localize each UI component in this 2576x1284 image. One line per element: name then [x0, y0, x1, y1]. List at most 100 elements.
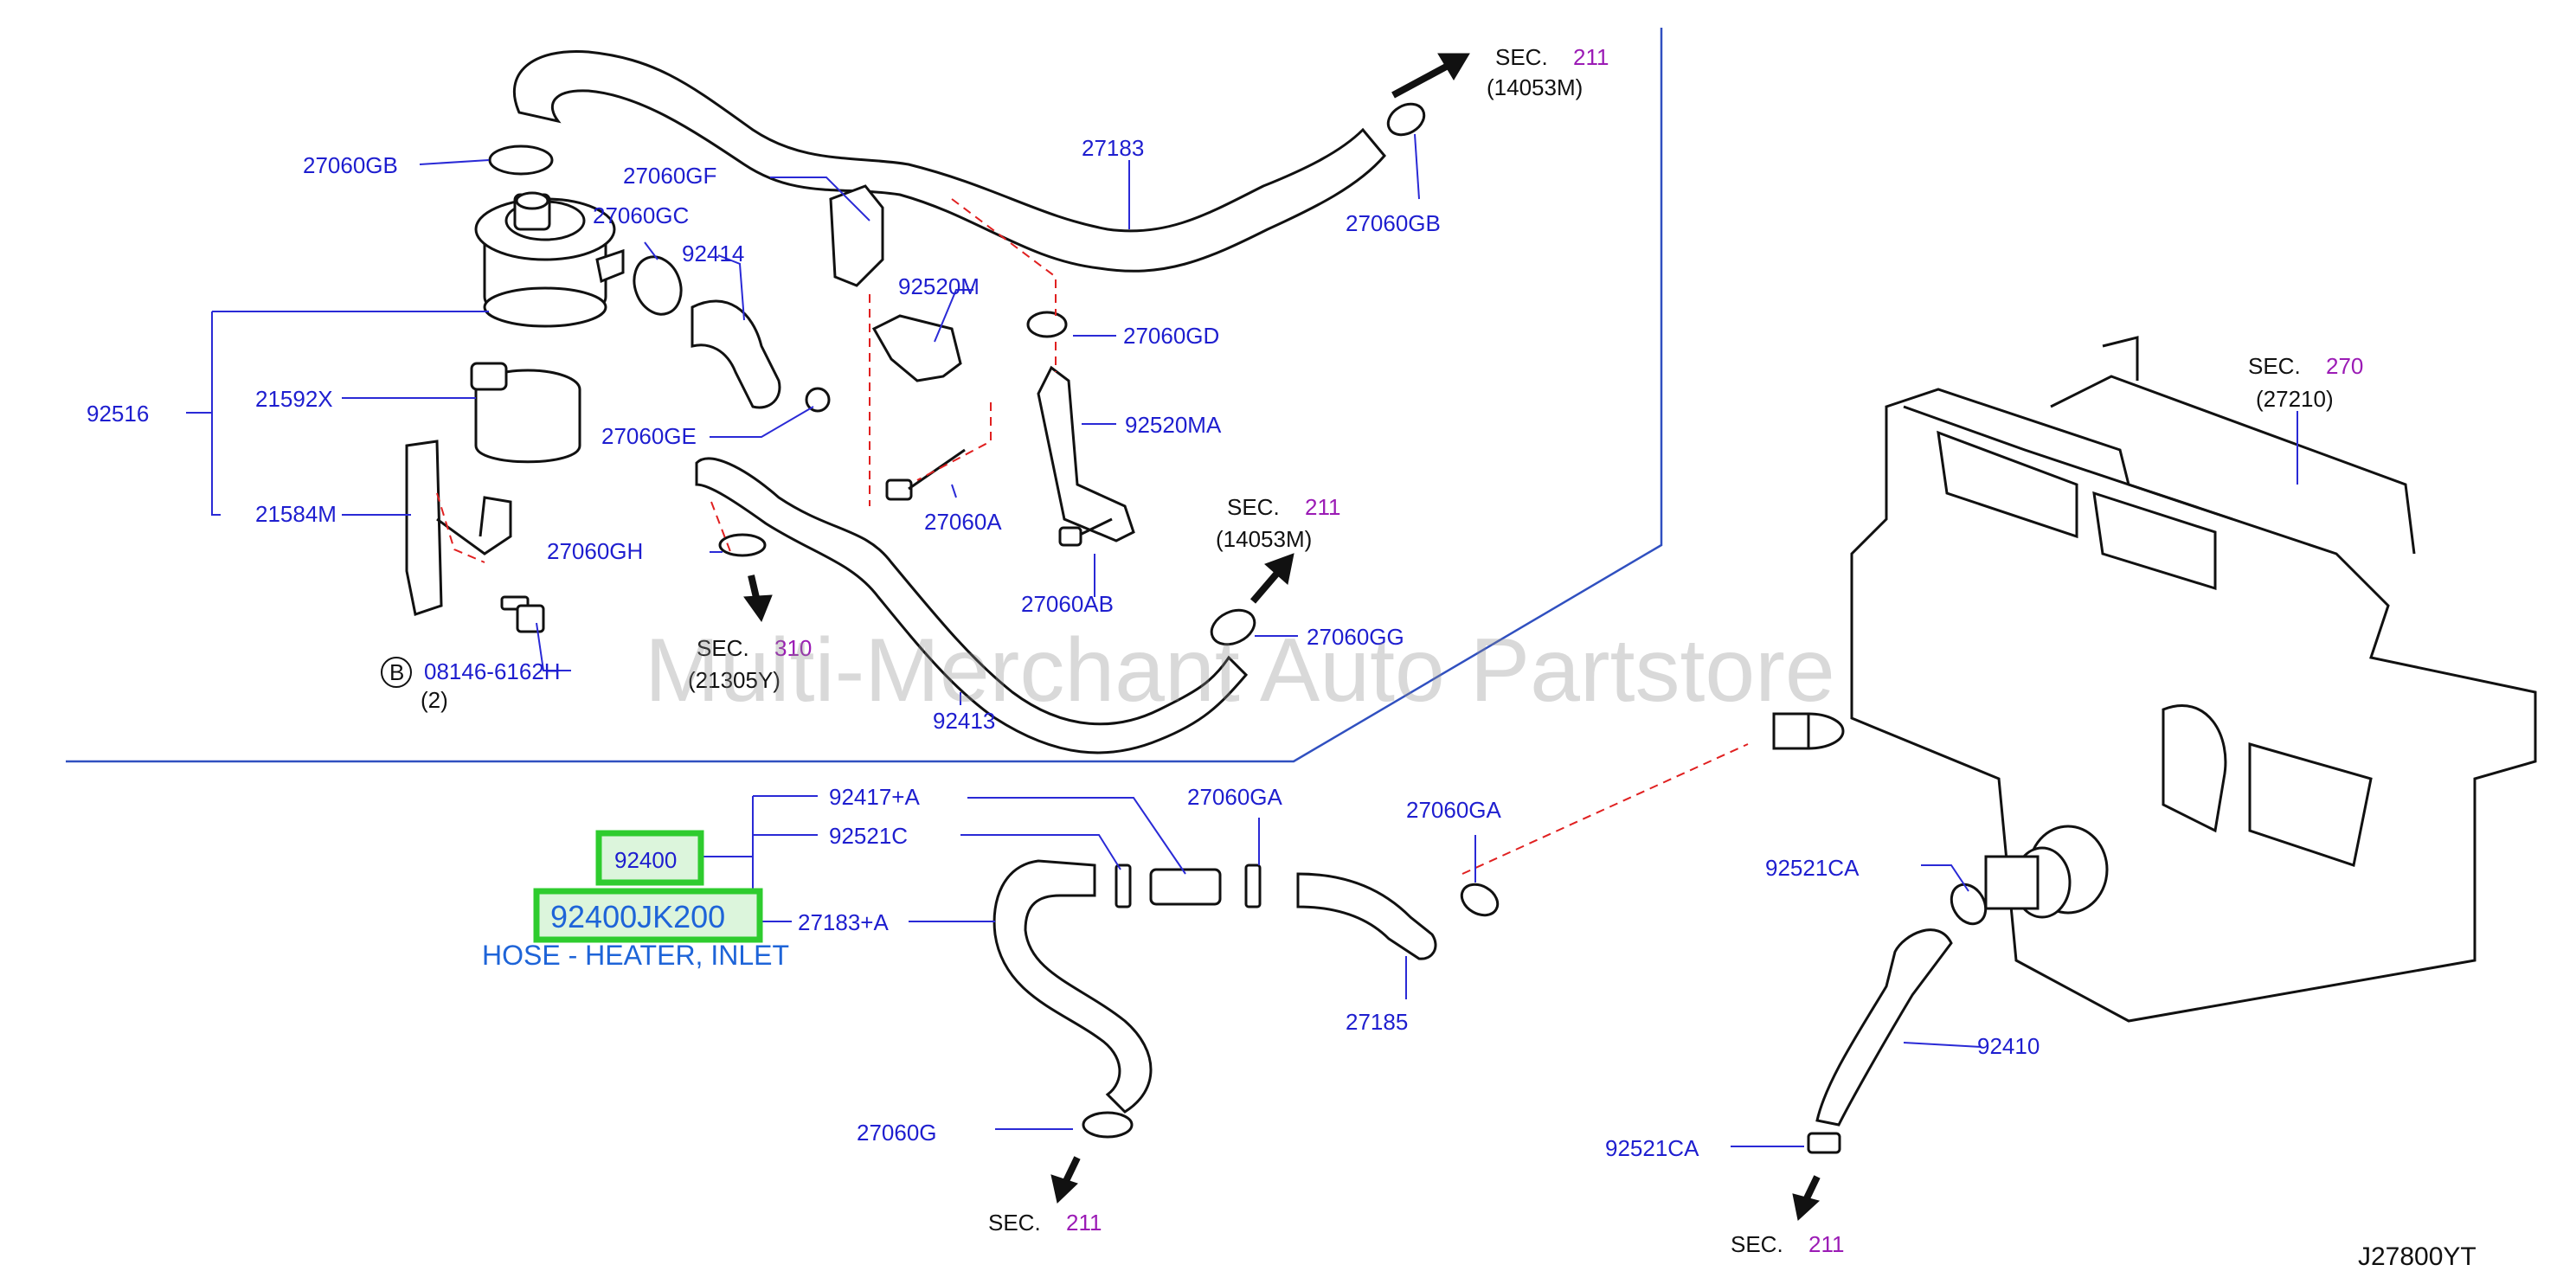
section-references: SEC. 211 (14053M) SEC. 211 (14053M) SEC.…	[688, 44, 2363, 1257]
hose-27183A-shape	[992, 859, 1153, 1114]
label-92516[interactable]: 92516	[87, 401, 149, 427]
sec-ref-211-bottom-right[interactable]: SEC. 211	[1731, 1231, 1844, 1257]
bolt-qty: (2)	[421, 687, 448, 713]
svg-text:211: 211	[1305, 494, 1340, 520]
arrow-head	[1050, 1174, 1078, 1204]
arrow-to-sec211-d	[1803, 1175, 1821, 1200]
clamp-27060GA-left	[1244, 863, 1262, 908]
pump-insulator	[470, 362, 581, 464]
label-27060GA-left[interactable]: 27060GA	[1187, 784, 1283, 810]
svg-text:SEC.: SEC.	[1227, 494, 1280, 520]
svg-text:310: 310	[774, 635, 812, 661]
bolt-08146	[500, 595, 545, 633]
label-92410[interactable]: 92410	[1977, 1033, 2040, 1059]
pump-bracket	[405, 440, 512, 616]
clamp-92521C	[1115, 863, 1132, 908]
label-27183[interactable]: 27183	[1082, 135, 1144, 161]
svg-text:(21305Y): (21305Y)	[688, 667, 781, 693]
clamp-27060GE	[805, 387, 831, 413]
direction-arrows	[743, 53, 1821, 1221]
arrow-to-sec211-a	[1391, 61, 1451, 99]
label-27060GD[interactable]: 27060GD	[1123, 323, 1219, 349]
label-92521CA-upper[interactable]: 92521CA	[1765, 855, 1860, 881]
label-21592X[interactable]: 21592X	[255, 386, 333, 412]
bolt-27060AB	[1058, 517, 1113, 547]
clip-92520M	[871, 314, 962, 382]
sec-ref-270[interactable]: SEC. 270 (27210)	[2248, 353, 2363, 412]
clamp-27060GC	[633, 255, 683, 316]
svg-text:(14053M): (14053M)	[1487, 74, 1583, 100]
sec-ref-211-top[interactable]: SEC. 211 (14053M)	[1487, 44, 1609, 100]
label-27060GB-top[interactable]: 27060GB	[303, 152, 398, 178]
hose-bracket-27060GF	[829, 184, 884, 287]
arrow-head	[1437, 53, 1470, 80]
hose-92413-shape	[695, 457, 1249, 754]
svg-text:270: 270	[2326, 353, 2363, 379]
clamp-27060G	[1082, 1111, 1134, 1139]
label-92520MA[interactable]: 92520MA	[1125, 412, 1222, 438]
hose-92414-shape	[691, 299, 781, 409]
svg-text:SEC.: SEC.	[1731, 1231, 1783, 1257]
bolt-27060A	[885, 448, 966, 501]
bolt-ref-letter: B	[389, 659, 404, 685]
label-27060GF[interactable]: 27060GF	[623, 163, 716, 189]
hose-92410-shape	[1815, 928, 1953, 1127]
label-27060A[interactable]: 27060A	[924, 509, 1002, 535]
label-27060GB-right[interactable]: 27060GB	[1346, 210, 1441, 236]
alignment-lines	[436, 198, 1749, 875]
label-27060AB[interactable]: 27060AB	[1021, 591, 1114, 617]
sec-ref-211-bottom-left[interactable]: SEC. 211	[988, 1210, 1102, 1236]
label-92417A[interactable]: 92417+A	[829, 784, 920, 810]
label-27185[interactable]: 27185	[1346, 1009, 1408, 1035]
label-27060GG[interactable]: 27060GG	[1307, 624, 1404, 650]
label-08146-6162H[interactable]: 08146-6162H	[424, 658, 561, 684]
arrow-head	[1792, 1193, 1821, 1221]
label-92413[interactable]: 92413	[933, 708, 995, 734]
hose-27183-shape	[513, 49, 1386, 273]
label-27060GE[interactable]: 27060GE	[601, 423, 697, 449]
label-92400JK200[interactable]: 92400JK200	[550, 899, 725, 934]
label-27060GC[interactable]: 27060GC	[593, 202, 689, 228]
svg-text:(14053M): (14053M)	[1216, 526, 1312, 552]
svg-text:SEC.: SEC.	[697, 635, 749, 661]
leader-lines	[186, 133, 2298, 1147]
bolt-ref-marker: B (2)	[381, 657, 448, 713]
label-92521C[interactable]: 92521C	[829, 823, 908, 849]
svg-text:211: 211	[1808, 1231, 1844, 1257]
clamp-27060GB-right	[1386, 102, 1426, 137]
label-92400[interactable]: 92400	[614, 847, 677, 873]
heater-unit	[1772, 336, 2537, 1023]
bracket-92520MA	[1037, 365, 1135, 542]
arrow-to-sec211-c	[1063, 1156, 1081, 1183]
arrow-to-sec211-b	[1249, 568, 1282, 604]
label-21584M[interactable]: 21584M	[255, 501, 337, 527]
diagram-code: J27800YT	[2358, 1242, 2476, 1271]
clamp-27060GH	[718, 533, 767, 557]
arrow-head	[743, 594, 773, 623]
sec-ref-310[interactable]: SEC. 310 (21305Y)	[688, 635, 812, 693]
clamp-27060GG	[1210, 608, 1256, 646]
part-description: HOSE - HEATER, INLET	[482, 940, 789, 971]
label-92414[interactable]: 92414	[682, 241, 744, 266]
bolt-ref-circle	[381, 657, 412, 688]
clamp-92521CA-lower	[1807, 1132, 1841, 1154]
sec-ref-211-mid[interactable]: SEC. 211 (14053M)	[1216, 494, 1340, 552]
electric-water-pump	[474, 191, 625, 328]
clip-27060GD	[1026, 311, 1068, 338]
highlight-box-92400	[595, 830, 704, 886]
selected-part[interactable]: 92400 92400JK200 HOSE - HEATER, INLET	[482, 830, 789, 971]
label-27060G[interactable]: 27060G	[857, 1120, 937, 1146]
clamp-27060GB-left	[488, 144, 554, 176]
svg-text:SEC.: SEC.	[988, 1210, 1041, 1236]
svg-text:(27210): (27210)	[2256, 386, 2334, 412]
label-27060GA-right[interactable]: 27060GA	[1406, 797, 1502, 823]
frame-lines	[66, 28, 1663, 763]
svg-text:SEC.: SEC.	[1495, 44, 1548, 70]
svg-text:211: 211	[1573, 44, 1609, 70]
clamp-27060GA-right	[1460, 883, 1500, 917]
label-27060GH[interactable]: 27060GH	[547, 538, 643, 564]
label-27183A[interactable]: 27183+A	[798, 909, 889, 935]
hose-27185-shape	[1296, 872, 1437, 960]
label-92521CA-lower[interactable]: 92521CA	[1605, 1135, 1699, 1161]
label-92520M[interactable]: 92520M	[898, 273, 980, 299]
